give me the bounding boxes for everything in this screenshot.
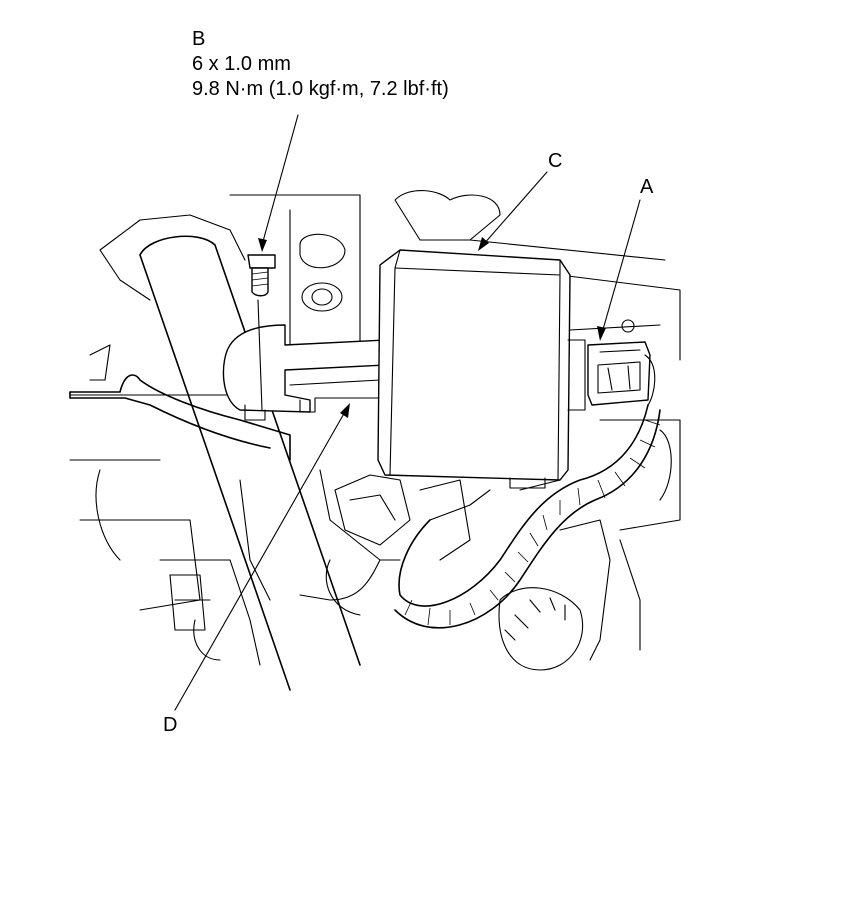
callout-b-label: B (192, 28, 206, 50)
callout-c-label: C (548, 150, 563, 172)
left-harness (69, 374, 291, 461)
bolt-size-text: 6 x 1.0 mm (192, 53, 291, 75)
bracket-d-shape (222, 324, 386, 421)
control-unit-c-shape (377, 249, 586, 489)
callout-a-label: A (640, 176, 654, 198)
callout-d-label: D (163, 714, 178, 736)
leader-lines (174, 114, 641, 711)
intake-pipe (139, 235, 361, 691)
torque-spec-text: 9.8 N·m (1.0 kgf·m, 7.2 lbf·ft) (192, 78, 449, 100)
bolt-b-shape (247, 254, 276, 411)
connector-a-shape (587, 341, 656, 406)
engine-bay-background (69, 189, 681, 671)
main-harness (394, 404, 661, 629)
